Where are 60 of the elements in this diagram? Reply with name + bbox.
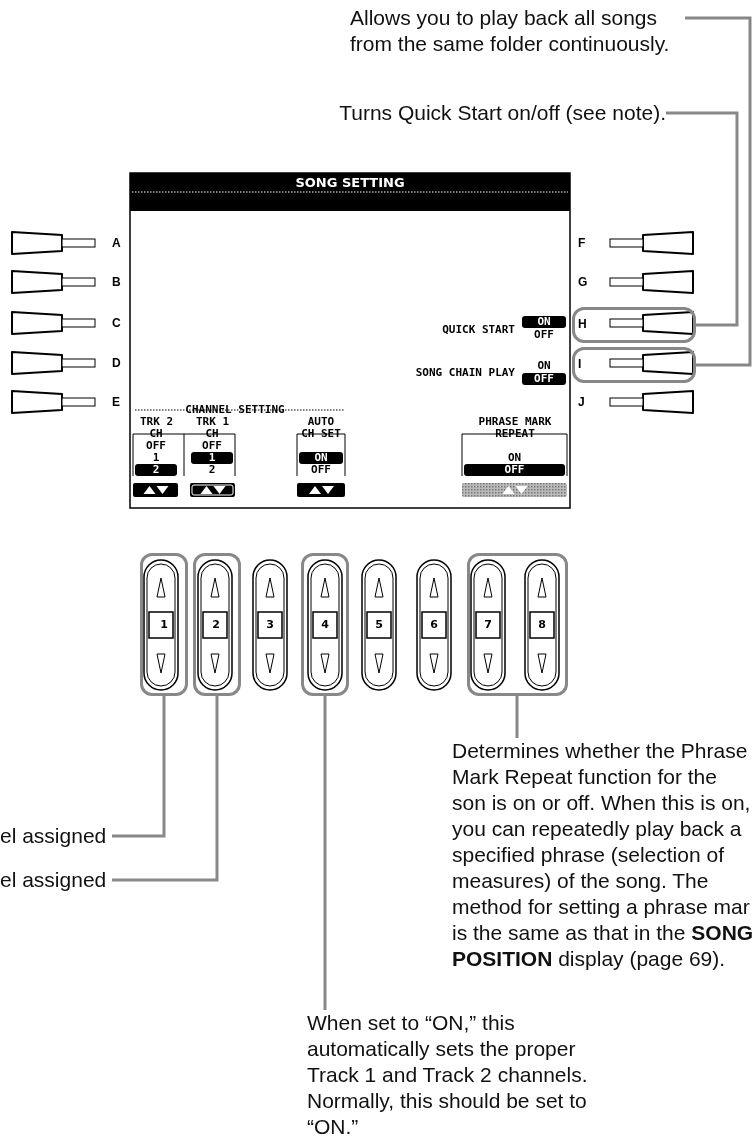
button-letter: D — [112, 355, 122, 371]
screen-text: TRK 1 — [196, 416, 228, 428]
selected-value: 1 — [191, 452, 233, 464]
callout-text: el assigned — [0, 823, 112, 849]
selected-value: OFF — [464, 464, 565, 476]
highlight-outline — [301, 553, 349, 696]
leader-line — [112, 696, 219, 882]
button-number: 1 — [159, 617, 169, 633]
highlight-outline — [467, 553, 568, 696]
screen-title: SONG SETTING — [294, 176, 406, 190]
button-number: 2 — [211, 617, 221, 633]
button-letter: B — [112, 274, 122, 290]
callout-text: Turns Quick Start on/off (see note). — [322, 100, 666, 126]
highlight-outline — [193, 553, 241, 696]
button-letter: F — [578, 235, 587, 251]
button-number: 4 — [320, 617, 330, 633]
button-number: 8 — [537, 617, 547, 633]
screen-text: AUTO CH SET — [300, 416, 342, 440]
screen-text: TRK 2 — [140, 416, 172, 428]
selected-value: OFF — [522, 373, 566, 385]
leader-line — [515, 696, 519, 738]
button-letter: E — [112, 394, 121, 410]
screen-text: CH — [204, 428, 220, 440]
leader-line — [666, 111, 739, 327]
selected-value: ON — [522, 316, 566, 328]
screen-text: 2 — [207, 464, 217, 476]
screen-text: ON — [506, 452, 523, 464]
screen-text: OFF — [310, 464, 332, 476]
screen-text: QUICK START — [441, 324, 515, 336]
screen-text: CH — [148, 428, 164, 440]
callout-text: Allows you to play back all songs from the same folder continuously. — [350, 5, 685, 57]
screen-text: OFF — [533, 329, 555, 341]
leader-line — [323, 696, 327, 1010]
button-number: 3 — [265, 617, 275, 633]
selected-value: ON — [299, 452, 343, 464]
screen-text: ON — [536, 360, 552, 372]
button-number: 7 — [483, 617, 493, 633]
highlight-outline — [572, 307, 696, 343]
selected-value: 2 — [135, 464, 177, 476]
button-letter: J — [578, 394, 586, 410]
callout-text: Determines whether the Phrase Mark Repeat function for the son is on or off. When this is on, you can repeatedly play back a specified phrase (selection of measures) of the song. The method for setting a phrase mar is the same as that in the SONG POSITION display (page 69). — [452, 738, 755, 972]
button-letter: A — [112, 235, 122, 251]
screen-text: PHRASE MARK REPEAT — [477, 416, 553, 440]
leader-line — [685, 16, 752, 367]
screen-text: 1 — [151, 452, 161, 464]
leader-line — [112, 696, 166, 838]
screen-text: SONG CHAIN PLAY — [414, 367, 515, 379]
screen-text: OFF — [201, 440, 223, 452]
highlight-outline — [572, 347, 696, 383]
screen-text: CHANNEL SETTING — [184, 404, 286, 416]
callout-text: When set to “ON,” this automatically sets the proper Track 1 and Track 2 channels. Normally, this should be set to “ON.” — [307, 1010, 607, 1140]
button-letter: H — [578, 316, 588, 332]
callout-text: el assigned — [0, 867, 112, 893]
button-number: 6 — [429, 617, 439, 633]
button-letter: C — [112, 315, 122, 331]
button-number: 5 — [374, 617, 384, 633]
button-letter: I — [578, 356, 583, 372]
button-letter: G — [578, 274, 589, 290]
screen-text: OFF — [145, 440, 167, 452]
highlight-outline — [140, 553, 188, 696]
